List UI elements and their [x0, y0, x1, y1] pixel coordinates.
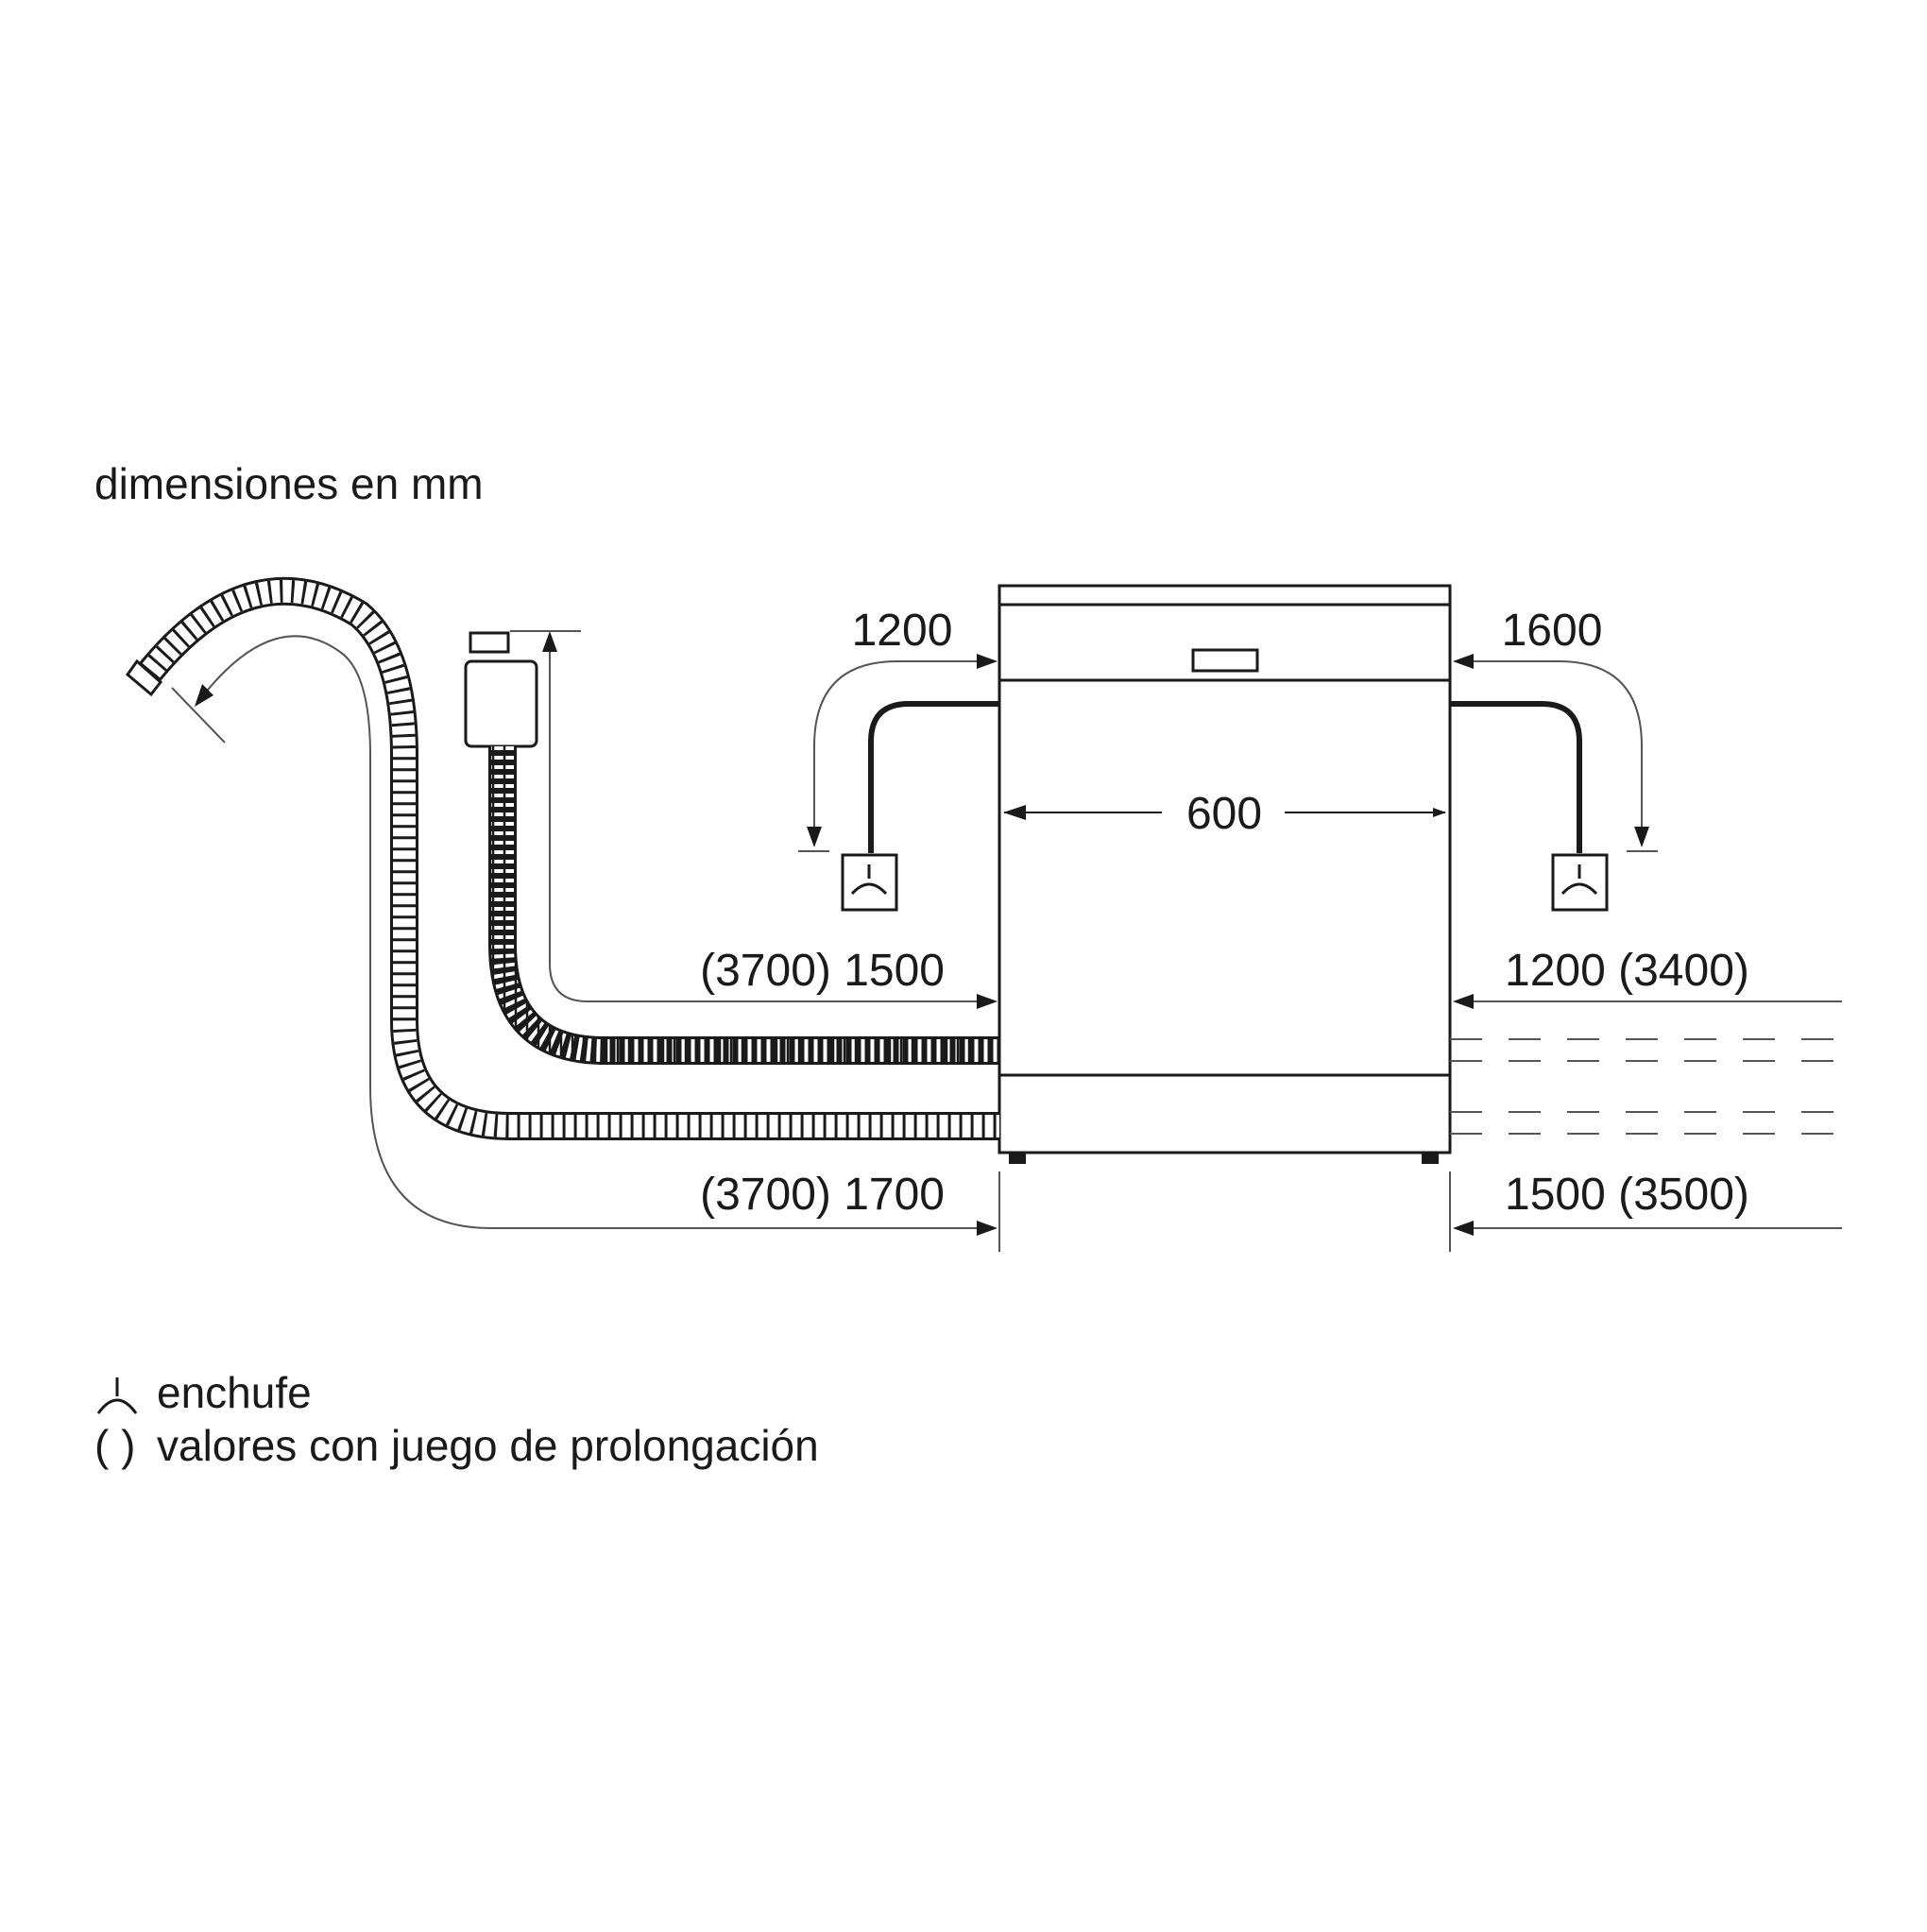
power-cord-right-arrowhead-2 [1634, 827, 1649, 847]
drain-guide [171, 635, 992, 1229]
power-cord-right-guide [1455, 660, 1658, 852]
dishwasher-body [998, 584, 1452, 1154]
plug-symbol-icon [96, 1377, 138, 1414]
power-cord-left-arrowhead [977, 654, 998, 669]
plug-socket-left-icon [841, 853, 898, 912]
inlet-guide-arrow-top [542, 631, 557, 652]
inlet-hose-outline [488, 746, 999, 1065]
power-cord-left-value: 1200 [852, 606, 953, 656]
inlet-valve-box [464, 659, 538, 748]
units-label: dimensiones en mm [94, 459, 484, 508]
inlet-hose-corrugation [491, 746, 999, 1062]
drain-hose-ribs [140, 579, 999, 1137]
legend-parens-symbol: ( ) [94, 1421, 135, 1470]
power-cord-left [868, 701, 999, 853]
power-cord-right-value: 1600 [1502, 606, 1603, 656]
inlet-right-arrowhead [1453, 994, 1474, 1009]
inlet-guide-arrow-right [977, 994, 998, 1009]
plug-socket-right-icon [1551, 853, 1609, 912]
dishwasher-foot-left [1009, 1153, 1026, 1164]
legend: enchufe ( ) valores con juego de prolong… [94, 1368, 819, 1470]
power-cord-right-arrowhead [1453, 654, 1474, 669]
drain-hose-end [125, 658, 163, 697]
power-cord-left-arrowhead-2 [807, 827, 822, 847]
inlet-hose-left-value: (3700) 1500 [700, 946, 945, 996]
inlet-guide [510, 630, 992, 1002]
legend-plug-label: enchufe [157, 1368, 312, 1417]
dishwasher-foot-right [1422, 1153, 1439, 1164]
legend-parens-label: valores con juego de prolongación [157, 1421, 819, 1470]
power-cord-left-guide [798, 660, 995, 852]
drain-hose-right-value: 1500 (3500) [1505, 1170, 1749, 1220]
extension-lines [998, 1171, 1451, 1252]
drain-right-arrowhead [1453, 1221, 1474, 1236]
control-panel-display [1191, 648, 1259, 673]
drain-hose-left-value: (3700) 1700 [700, 1170, 945, 1220]
inlet-valve-nut [469, 631, 510, 654]
drain-guide-arrow-end [977, 1221, 998, 1236]
right-hose-lines [1450, 1000, 1842, 1229]
inlet-hose-right-value: 1200 (3400) [1505, 946, 1749, 996]
drain-guide-arrow-start [195, 684, 213, 707]
width-value: 600 [1186, 789, 1262, 839]
width-arrow-left [1003, 805, 1026, 820]
power-cord-right [1450, 701, 1582, 853]
